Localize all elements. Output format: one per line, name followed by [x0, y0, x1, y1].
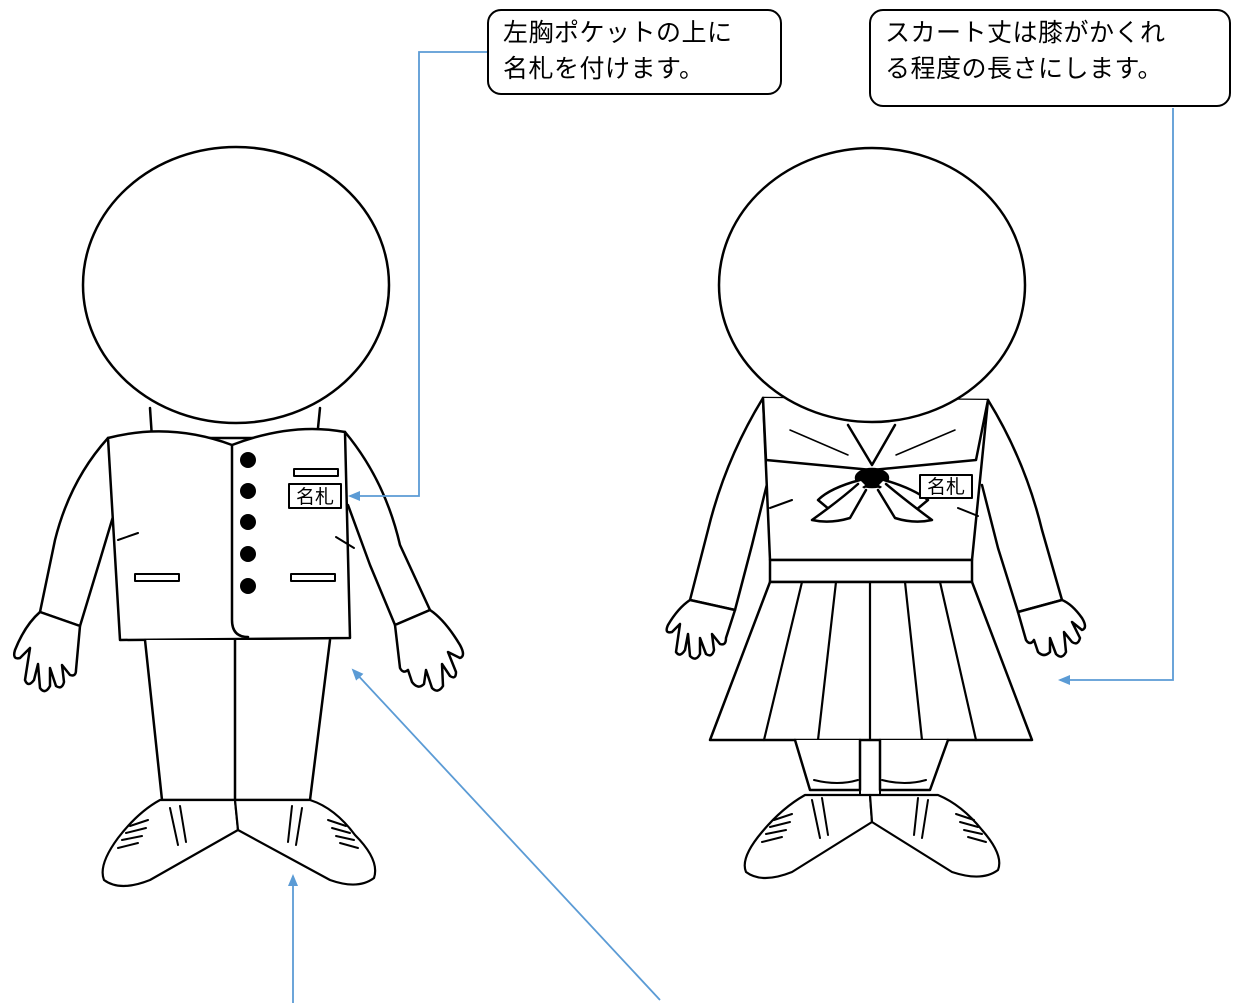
boy-left-pocket	[134, 573, 180, 582]
girl-name-tag	[919, 474, 973, 499]
boy-right-hand	[393, 608, 465, 692]
boy-chest-pocket	[293, 468, 339, 477]
girl-right-hand	[1016, 598, 1087, 658]
boy-right-pocket	[290, 573, 336, 582]
trousers-arrow	[351, 668, 661, 1001]
name-tag-arrow	[348, 51, 487, 501]
boy-name-tag	[288, 483, 342, 509]
annotation-arrows	[288, 51, 1174, 1003]
boy-shoes	[101, 798, 377, 888]
girl-left-sleeve	[688, 396, 770, 612]
girl-left-hand	[665, 598, 737, 660]
skirt-length-callout: スカート丈は膝がかくれ る程度の長さにします。	[869, 9, 1231, 107]
boy-right-sleeve	[343, 430, 432, 627]
boy-left-sleeve	[38, 436, 120, 628]
girl-head	[717, 146, 1027, 424]
boy-head	[81, 145, 391, 425]
boy-trousers	[143, 638, 332, 802]
boy-jacket	[106, 427, 352, 642]
skirt-length-arrow	[1058, 108, 1174, 685]
girl-shoes	[743, 793, 1001, 880]
boy-left-hand	[12, 610, 82, 693]
name-tag-callout: 左胸ポケットの上に 名札を付けます。	[487, 9, 782, 95]
girl-figure	[665, 146, 1087, 880]
girl-name-tag-label: 名札	[927, 476, 965, 498]
girl-waistband	[768, 558, 974, 584]
boy-figure	[12, 145, 465, 888]
boy-buttons	[240, 452, 256, 594]
boy-name-tag-label: 名札	[296, 486, 334, 508]
girl-right-sleeve	[980, 398, 1064, 614]
girl-legs	[793, 738, 950, 792]
